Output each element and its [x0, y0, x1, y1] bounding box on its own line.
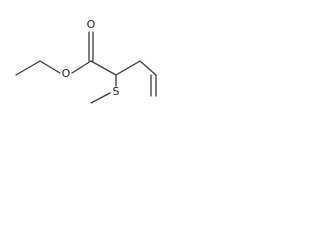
atom-label-ester-oxygen: O — [62, 67, 71, 80]
bond-carbonyl-c-alpha-c — [90, 60, 117, 76]
bond-ethyl-ch3-ch2 — [15, 60, 41, 76]
bond-ester-o-carbonyl-c — [71, 60, 92, 74]
atom-label-carbonyl-oxygen: O — [87, 18, 96, 31]
bond-alpha-c-ch2 — [115, 60, 141, 76]
bond-ethyl-ch2-o — [39, 60, 61, 74]
bond-s-methyl — [90, 92, 111, 104]
molecule-structure: O O S — [15, 18, 157, 104]
atom-label-sulfur: S — [113, 85, 120, 98]
bond-ch2-vinyl-ch — [139, 60, 157, 76]
